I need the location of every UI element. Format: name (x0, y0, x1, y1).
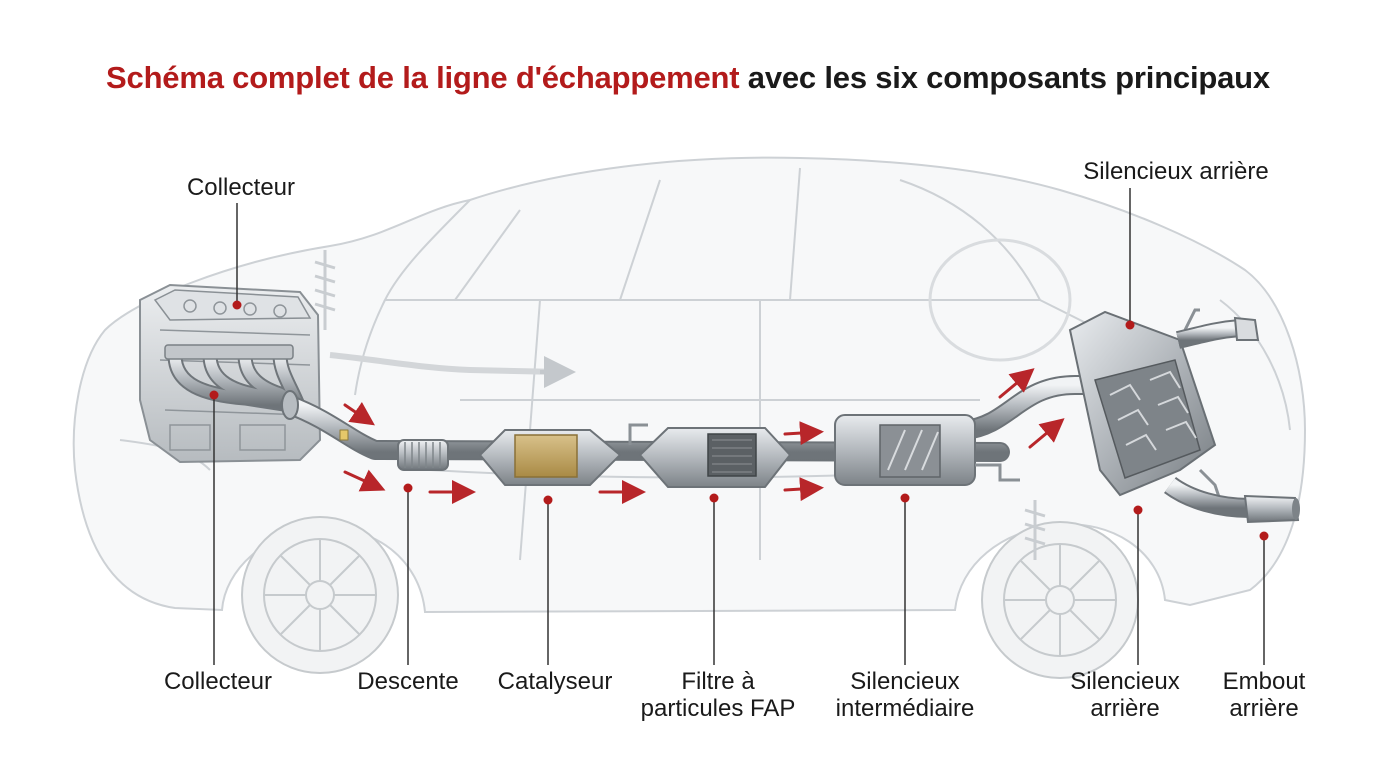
leader-lines (213, 188, 1265, 665)
label-collecteur: Collecteur (163, 668, 273, 695)
exhaust-pipe (280, 375, 1110, 462)
front-suspension (314, 250, 576, 388)
flow-arrow (783, 421, 824, 446)
label-silencieux-arriere: Silencieux arrière (1070, 668, 1179, 722)
label-embout-arriere: Embout arrière (1223, 668, 1306, 722)
label-top-collecteur: Collecteur (186, 174, 296, 201)
title-accent: Schéma complet de la ligne d'échappement (106, 60, 740, 95)
dot-top-collecteur (232, 300, 242, 310)
flex-pipe (397, 439, 449, 471)
title-rest: avec les six composants principaux (739, 60, 1270, 95)
label-fap-line2: particules FAP (640, 695, 796, 722)
label-sa-line2: arrière (1090, 695, 1160, 722)
label-catalyseur: Catalyseur (497, 668, 613, 695)
flow-arrow (1028, 418, 1065, 449)
dot-fap (709, 493, 719, 503)
particulate-filter (638, 427, 792, 488)
flow-arrow (783, 477, 824, 502)
intermediate-muffler (834, 414, 1020, 486)
leader-dots (209, 300, 1269, 541)
dot-silencieux-intermediaire (900, 493, 910, 503)
catalytic-converter (478, 423, 648, 486)
label-fap: Filtre à particules FAP (641, 668, 796, 722)
dot-descente (403, 483, 413, 493)
dot-top-silencieux (1125, 320, 1135, 330)
dot-embout (1259, 531, 1269, 541)
car-outline (72, 156, 1307, 614)
label-si-line2: intermédiaire (835, 695, 975, 722)
dot-catalyseur (543, 495, 553, 505)
dot-silencieux-arriere (1133, 505, 1143, 515)
flow-arrows (343, 368, 1065, 504)
label-ea-line2: arrière (1229, 695, 1299, 722)
label-top-silencieux-arriere: Silencieux arrière (1083, 158, 1269, 185)
label-si-line1: Silencieux (850, 668, 960, 695)
label-silencieux-intermediaire: Silencieux intermédiaire (836, 668, 975, 722)
rear-wheel (981, 521, 1139, 679)
engine-block (139, 283, 322, 464)
label-ea-line1: Embout (1222, 668, 1306, 695)
rear-muffler (1068, 308, 1222, 501)
label-sa-line1: Silencieux (1070, 668, 1180, 695)
dot-collecteur (209, 390, 219, 400)
front-wheel (241, 516, 399, 674)
flow-arrow (998, 368, 1035, 399)
exhaust-manifold (164, 344, 306, 413)
flow-arrow (343, 469, 386, 492)
rear-suspension (928, 238, 1072, 560)
diagram-title: Schéma complet de la ligne d'échappement… (0, 60, 1376, 96)
tailpipes (1164, 316, 1300, 524)
label-descente: Descente (357, 668, 459, 695)
label-fap-line1: Filtre à (681, 668, 755, 695)
flow-arrow (343, 401, 375, 426)
